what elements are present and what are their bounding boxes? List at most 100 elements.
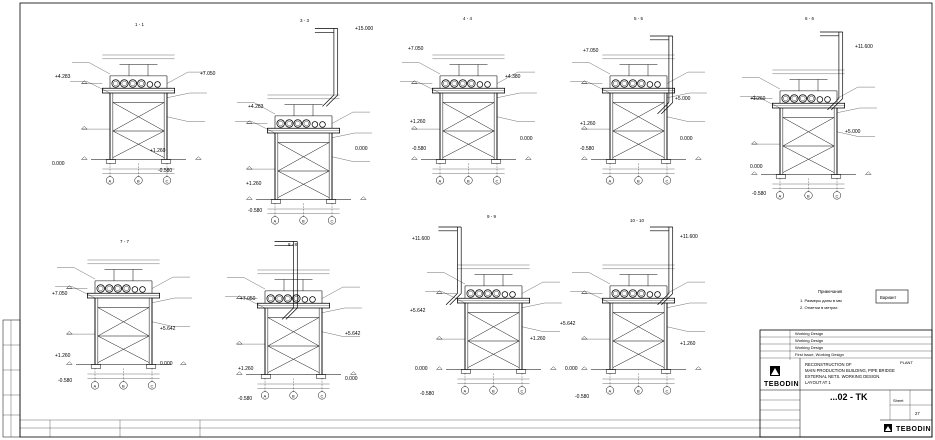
svg-text:B: B bbox=[302, 219, 305, 224]
section-7 bbox=[54, 259, 193, 390]
svg-text:0.000: 0.000 bbox=[520, 136, 533, 142]
stamp-box-text: Вариант bbox=[880, 295, 896, 300]
section-3 bbox=[234, 28, 373, 225]
svg-text:+1.260: +1.260 bbox=[55, 353, 71, 359]
title-line-2: MAIN PRODUCTION BUILDING, PIPE BRIDGE bbox=[805, 368, 895, 373]
svg-text:-0.580: -0.580 bbox=[158, 168, 172, 174]
svg-text:-0.580: -0.580 bbox=[238, 396, 252, 402]
svg-text:+4.380: +4.380 bbox=[505, 74, 521, 80]
svg-text:+1.260: +1.260 bbox=[410, 119, 426, 125]
sheet-border bbox=[19, 2, 933, 438]
svg-text:+5.642: +5.642 bbox=[410, 308, 426, 314]
svg-text:+1.260: +1.260 bbox=[530, 336, 546, 342]
svg-text:B: B bbox=[637, 389, 640, 394]
title-block: Working Design Working Design Working De… bbox=[759, 329, 933, 438]
svg-text:C: C bbox=[666, 179, 669, 184]
svg-text:-0.580: -0.580 bbox=[752, 191, 766, 197]
svg-text:C: C bbox=[496, 179, 499, 184]
svg-text:A: A bbox=[779, 194, 782, 199]
svg-text:C: C bbox=[666, 389, 669, 394]
section-3-title: 3 - 3 bbox=[300, 18, 310, 23]
section-10-title: 10 - 10 bbox=[630, 218, 645, 223]
svg-text:B: B bbox=[637, 179, 640, 184]
svg-text:+11.600: +11.600 bbox=[855, 44, 873, 50]
svg-text:+5.000: +5.000 bbox=[675, 96, 691, 102]
svg-text:+7.050: +7.050 bbox=[52, 291, 68, 297]
sheet-label: Sheet bbox=[893, 398, 904, 403]
elevation-labels: +7.050 +4.283 +1.260 0.000 -0.580 +15.00… bbox=[52, 26, 873, 402]
svg-text:C: C bbox=[321, 394, 324, 399]
svg-text:B: B bbox=[137, 179, 140, 184]
svg-text:+5.000: +5.000 bbox=[845, 129, 861, 135]
title-line-3: EXTERNAL NETS. WORKING DESIGN. bbox=[805, 374, 880, 379]
svg-text:A: A bbox=[609, 179, 612, 184]
svg-text:+7.050: +7.050 bbox=[583, 48, 599, 54]
sheet-number: 27 bbox=[915, 411, 920, 416]
svg-text:A: A bbox=[94, 384, 97, 389]
drawing-code: ...02 - TK bbox=[830, 392, 868, 402]
svg-text:B: B bbox=[807, 194, 810, 199]
svg-text:0.000: 0.000 bbox=[750, 164, 763, 170]
section-5-title: 5 - 5 bbox=[634, 16, 644, 21]
title-line-1: RECONSTRUCTION OF bbox=[805, 362, 852, 367]
section-9 bbox=[424, 226, 563, 395]
svg-text:A: A bbox=[274, 219, 277, 224]
company-name-lower: TEBODIN bbox=[896, 426, 931, 433]
svg-text:B: B bbox=[122, 384, 125, 389]
svg-text:0.000: 0.000 bbox=[355, 146, 368, 152]
svg-text:Working Design: Working Design bbox=[795, 345, 823, 350]
section-8 bbox=[224, 241, 363, 400]
section-7-title: 7 - 7 bbox=[120, 239, 130, 244]
svg-text:+1.260: +1.260 bbox=[150, 148, 166, 154]
svg-text:-0.580: -0.580 bbox=[575, 394, 589, 400]
notes-line-1: 1. Размеры даны в мм bbox=[800, 298, 842, 303]
svg-text:A: A bbox=[439, 179, 442, 184]
svg-text:First Issue, Working Design: First Issue, Working Design bbox=[795, 352, 844, 357]
bottom-revision-strip bbox=[20, 419, 760, 437]
svg-text:0.000: 0.000 bbox=[415, 366, 428, 372]
svg-text:B: B bbox=[467, 179, 470, 184]
section-5 bbox=[569, 35, 708, 185]
svg-text:A: A bbox=[464, 389, 467, 394]
section-10 bbox=[569, 226, 708, 395]
svg-text:0.000: 0.000 bbox=[52, 161, 65, 167]
svg-text:C: C bbox=[166, 179, 169, 184]
svg-text:+7.050: +7.050 bbox=[240, 296, 256, 302]
svg-text:+11.600: +11.600 bbox=[412, 236, 430, 242]
company-name-upper: TEBODIN bbox=[764, 381, 799, 388]
svg-text:-0.580: -0.580 bbox=[420, 391, 434, 397]
svg-text:+1.260: +1.260 bbox=[246, 181, 262, 187]
svg-text:-0.580: -0.580 bbox=[58, 378, 72, 384]
svg-text:+1.260: +1.260 bbox=[238, 366, 254, 372]
svg-text:+7.050: +7.050 bbox=[408, 46, 424, 52]
section-9-title: 9 - 9 bbox=[487, 214, 497, 219]
svg-text:B: B bbox=[292, 394, 295, 399]
svg-text:-0.580: -0.580 bbox=[580, 146, 594, 152]
svg-text:B: B bbox=[492, 389, 495, 394]
axis-markers: A B C A B C A B C A B C A B C A B C A B … bbox=[94, 179, 839, 399]
svg-text:+1.260: +1.260 bbox=[750, 96, 766, 102]
svg-text:0.000: 0.000 bbox=[680, 136, 693, 142]
svg-text:Working Design: Working Design bbox=[795, 331, 823, 336]
notes-heading: Примечания bbox=[818, 289, 842, 294]
section-6-title: 6 - 6 bbox=[805, 16, 815, 21]
svg-text:A: A bbox=[264, 394, 267, 399]
section-4-title: 4 - 4 bbox=[463, 16, 473, 21]
svg-text:0.000: 0.000 bbox=[160, 361, 173, 367]
svg-text:+1.260: +1.260 bbox=[580, 121, 596, 127]
svg-text:C: C bbox=[151, 384, 154, 389]
section-1-title: 1 - 1 bbox=[135, 22, 145, 27]
svg-text:+5.642: +5.642 bbox=[560, 321, 576, 327]
svg-text:+5.642: +5.642 bbox=[160, 326, 176, 332]
svg-text:C: C bbox=[836, 194, 839, 199]
svg-text:A: A bbox=[609, 389, 612, 394]
svg-text:Working Design: Working Design bbox=[795, 338, 823, 343]
svg-text:+11.600: +11.600 bbox=[680, 234, 698, 240]
svg-text:+1.260: +1.260 bbox=[680, 341, 696, 347]
project-line: PLANT bbox=[900, 360, 913, 365]
stamp-box: Вариант bbox=[875, 289, 909, 304]
svg-text:0.000: 0.000 bbox=[565, 366, 578, 372]
svg-text:+7.050: +7.050 bbox=[200, 71, 216, 77]
company-logo-upper: TEBODIN bbox=[764, 366, 799, 388]
left-binding-strip bbox=[2, 319, 21, 438]
